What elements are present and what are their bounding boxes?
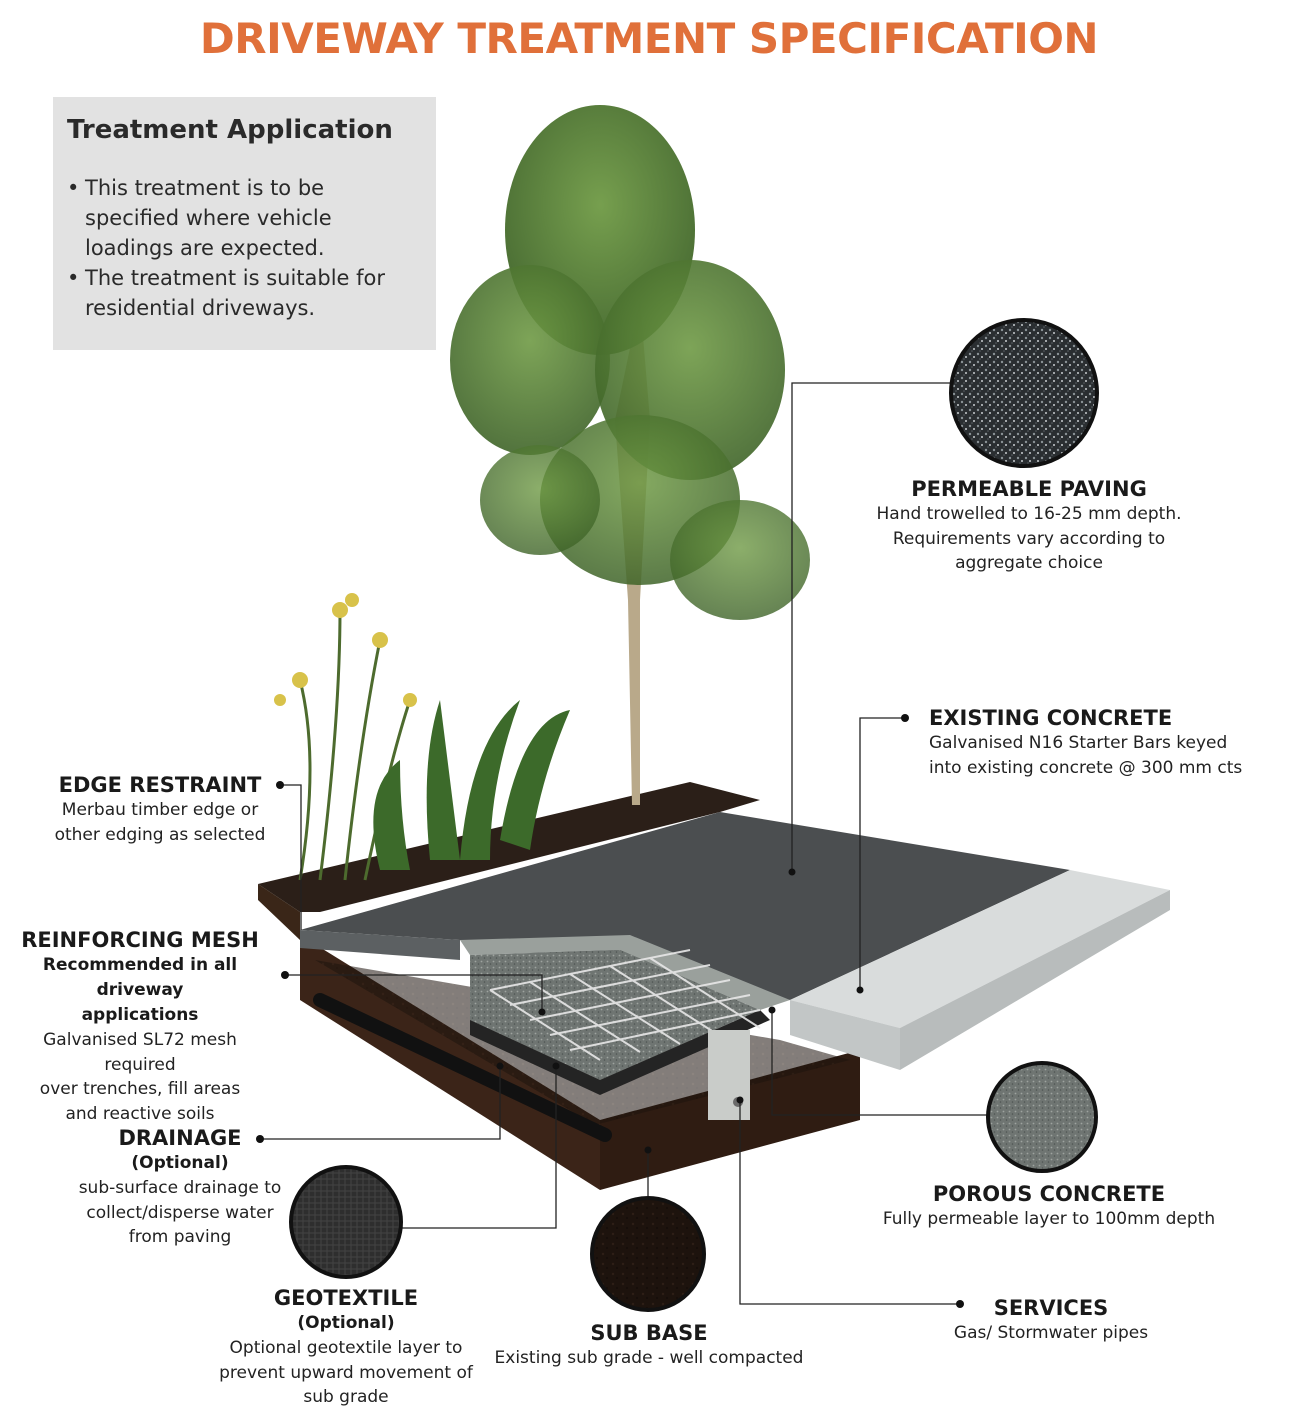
- callout-desc: and reactive soils: [65, 1103, 215, 1124]
- leader-dots: [256, 714, 964, 1308]
- callout-desc: sub-surface drainage to: [78, 1178, 282, 1198]
- sub-base-swatch: [590, 1196, 706, 1312]
- mulch-front-edge: [258, 884, 300, 940]
- drainage-pipe: [313, 993, 612, 1142]
- geotextile-layer: [470, 1010, 770, 1095]
- callout-desc: Optional geotextile layer to: [229, 1338, 463, 1358]
- callout-services: SERVICES Gas/ Stormwater pipes: [940, 1295, 1162, 1346]
- treatment-application-box: Treatment Application This treatment is …: [53, 97, 436, 350]
- geotextile-swatch: [289, 1165, 403, 1279]
- callout-head: EXISTING CONCRETE: [929, 706, 1173, 730]
- callout-head: POROUS CONCRETE: [932, 1182, 1166, 1206]
- callout-desc: Fully permeable layer to 100mm depth: [882, 1209, 1216, 1229]
- callout-desc: Galvanised SL72 mesh required: [43, 1030, 237, 1075]
- callout-desc: collect/disperse water: [86, 1202, 274, 1223]
- callout-desc: Existing sub grade - well compacted: [494, 1348, 804, 1368]
- callout-drainage: DRAINAGE (Optional) sub-surface drainage…: [60, 1125, 300, 1250]
- existing-concrete-edge: [790, 1000, 900, 1070]
- callout-head: PERMEABLE PAVING: [911, 477, 1147, 501]
- permeable-paving-swatch: [949, 318, 1099, 468]
- callout-porous-concrete: POROUS CONCRETE Fully permeable layer to…: [875, 1181, 1223, 1232]
- callout-sub: applications: [81, 1005, 199, 1025]
- porous-concrete-layer: [460, 935, 790, 1010]
- callout-head: REINFORCING MESH: [21, 928, 259, 952]
- callout-desc: prevent upward movement of: [219, 1362, 473, 1383]
- callout-sub-base: SUB BASE Existing sub grade - well compa…: [490, 1320, 808, 1371]
- callout-desc: Hand trowelled to 16-25 mm depth.: [876, 504, 1182, 524]
- kangaroo-paw-plants: [274, 593, 417, 881]
- callout-desc: Gas/ Stormwater pipes: [953, 1323, 1149, 1343]
- callout-permeable-paving: PERMEABLE PAVING Hand trowelled to 16-25…: [858, 476, 1200, 576]
- callout-sub: Recommended in all driveway: [42, 955, 238, 1000]
- callout-desc: Galvanised N16 Starter Bars keyed: [929, 733, 1228, 753]
- callout-desc: sub grade: [303, 1387, 389, 1407]
- reinforcing-mesh: [489, 949, 761, 1061]
- callout-desc: over trenches, fill areas: [39, 1079, 241, 1099]
- callout-sub: (Optional): [297, 1313, 395, 1333]
- existing-concrete-slab: [790, 870, 1170, 1028]
- callout-head: EDGE RESTRAINT: [58, 773, 262, 797]
- paving-edge: [300, 930, 460, 960]
- callout-desc: Merbau timber edge or: [61, 800, 259, 820]
- callout-desc: from paving: [128, 1227, 232, 1247]
- callout-head: SUB BASE: [590, 1321, 708, 1345]
- tree-illustration: [450, 105, 810, 805]
- callout-desc: other edging as selected: [54, 824, 266, 845]
- callout-head: DRAINAGE: [118, 1126, 242, 1150]
- page-title: DRIVEWAY TREATMENT SPECIFICATION: [199, 14, 1099, 63]
- callout-head: GEOTEXTILE: [273, 1286, 419, 1310]
- callout-head: SERVICES: [993, 1296, 1109, 1320]
- callout-desc: Requirements vary according to: [892, 528, 1166, 549]
- services-block: [708, 1030, 750, 1120]
- callout-geotextile: GEOTEXTILE (Optional) Optional geotextil…: [205, 1285, 487, 1410]
- info-heading: Treatment Application: [67, 115, 393, 145]
- callout-desc: into existing concrete @ 300 mm cts: [929, 757, 1243, 778]
- porous-concrete-swatch: [986, 1061, 1098, 1173]
- callout-edge-restraint: EDGE RESTRAINT Merbau timber edge or oth…: [40, 772, 280, 847]
- callout-sub: (Optional): [131, 1153, 229, 1173]
- existing-concrete-side: [900, 890, 1170, 1070]
- callout-existing-concrete: EXISTING CONCRETE Galvanised N16 Starter…: [929, 705, 1269, 780]
- info-bullet: This treatment is to be specified where …: [67, 173, 422, 263]
- callout-reinforcing-mesh: REINFORCING MESH Recommended in all driv…: [5, 927, 275, 1126]
- grass-plants: [373, 700, 570, 870]
- info-bullet: The treatment is suitable for residentia…: [67, 263, 422, 323]
- permeable-paving-surface: [300, 812, 1070, 1000]
- leader-lines: [260, 382, 990, 1305]
- callout-desc: aggregate choice: [955, 553, 1103, 573]
- mulch-bed: [258, 782, 760, 912]
- info-bullets: This treatment is to be specified where …: [67, 173, 422, 323]
